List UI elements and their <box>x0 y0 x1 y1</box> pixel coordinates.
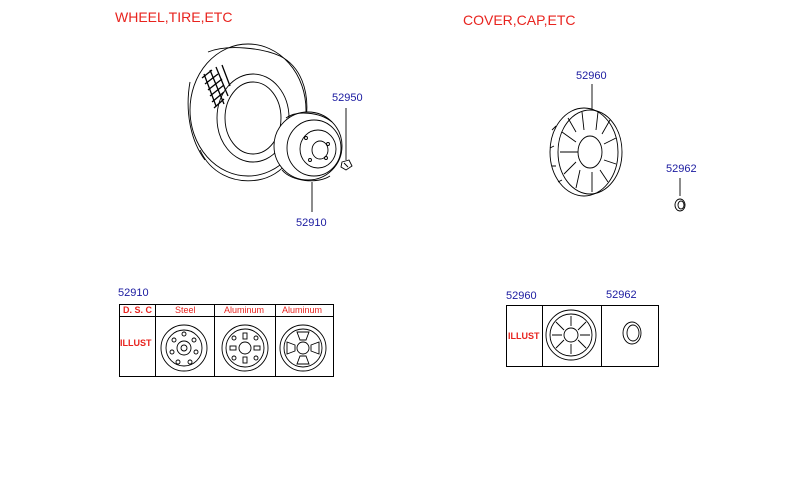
wheel-table-col-aluminum-2: Aluminum <box>282 305 323 315</box>
center-cap-thumbnail <box>622 321 642 345</box>
aluminum-wheel-thumbnail-2 <box>279 324 327 372</box>
wheel-table-part-number[interactable]: 52910 <box>118 287 149 299</box>
section-title-cover-cap: COVER,CAP,ETC <box>463 12 576 28</box>
wheel-table-col-steel: Steel <box>175 305 196 315</box>
cover-table-part-number-left[interactable]: 52960 <box>506 290 537 302</box>
section-title-wheel-tire: WHEEL,TIRE,ETC <box>115 9 233 25</box>
callout-52950[interactable]: 52950 <box>332 92 363 104</box>
center-cap-illustration[interactable] <box>674 198 686 212</box>
callout-52962[interactable]: 52962 <box>666 163 697 175</box>
wheel-table-col-aluminum-1: Aluminum <box>224 305 265 315</box>
wheel-rim-illustration[interactable] <box>273 111 343 182</box>
steel-wheel-thumbnail <box>160 324 208 372</box>
callout-52960[interactable]: 52960 <box>576 70 607 82</box>
wheel-cover-illustration[interactable] <box>549 107 623 197</box>
wheel-cover-thumbnail <box>545 309 597 361</box>
wheel-variant-table <box>119 304 334 377</box>
aluminum-wheel-thumbnail-1 <box>221 324 269 372</box>
cover-variant-table <box>506 305 659 367</box>
callout-52910[interactable]: 52910 <box>296 217 327 229</box>
wheel-table-dsc-header: D. S. C <box>123 305 153 315</box>
lug-nut-illustration[interactable] <box>340 159 353 171</box>
cover-table-illust-label: ILLUST <box>508 331 540 341</box>
wheel-table-illust-label: ILLUST <box>120 338 152 348</box>
cover-table-part-number-right[interactable]: 52962 <box>606 289 637 301</box>
